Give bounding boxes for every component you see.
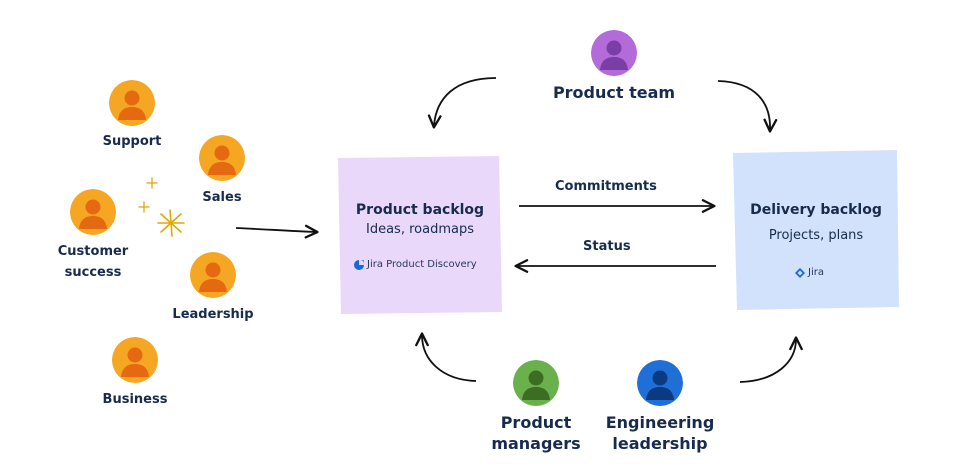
sticky-note-shape [733,150,899,310]
person-icon [591,30,637,76]
person-icon [70,189,116,235]
leadership-avatar [190,252,236,298]
sales-label: Sales [202,190,242,205]
product-managers-label: Product managers [491,413,581,453]
commitments-label: Commitments [555,179,657,194]
sticky-note-shape [338,156,502,314]
product-backlog-note: Product backlog Ideas, roadmaps Jira Pro… [336,156,504,314]
support-avatar [109,80,155,126]
person-icon [637,360,683,406]
delivery-backlog-title: Delivery backlog [750,202,882,218]
jira-product-discovery-brand: Jira Product Discovery [354,259,477,270]
person-icon [112,337,158,383]
leadership-label: Leadership [172,307,254,322]
person-icon [513,360,559,406]
product-team-avatar [591,30,637,76]
delivery-backlog-subtitle: Projects, plans [768,228,864,243]
person-icon [199,135,245,181]
jira-brand: Jira [795,267,824,278]
person-icon [190,252,236,298]
sparkle-icon [138,201,150,213]
jira-logo [795,267,805,278]
engineering-leadership-label: Engineering leadership [605,413,715,453]
product-managers-avatar [513,360,559,406]
sales-avatar [199,135,245,181]
status-label: Status [583,239,631,254]
sparkle-icon [146,177,158,189]
engineering-leadership-avatar [637,360,683,406]
support-label: Support [102,134,162,149]
customer-success-avatar [70,189,116,235]
customer-success-label: Customer success [57,244,129,280]
product-team-to-product-backlog-arrow [427,77,497,129]
business-label: Business [102,392,168,407]
product-team-label: Product team [552,83,676,102]
business-avatar [112,337,158,383]
stakeholders-to-product-backlog-arrow [235,224,319,239]
product-managers-to-product-backlog-arrow [415,332,477,382]
product-team-to-delivery-backlog-arrow [717,80,778,133]
engineering-to-delivery-backlog-arrow [739,336,803,383]
delivery-backlog-note: Delivery backlog Projects, plans Jira [733,150,899,310]
jira-product-discovery-logo [354,259,364,270]
product-backlog-title: Product backlog [355,202,485,218]
sparkle-icon [157,209,185,237]
person-icon [109,80,155,126]
product-backlog-subtitle: Ideas, roadmaps [366,222,474,237]
